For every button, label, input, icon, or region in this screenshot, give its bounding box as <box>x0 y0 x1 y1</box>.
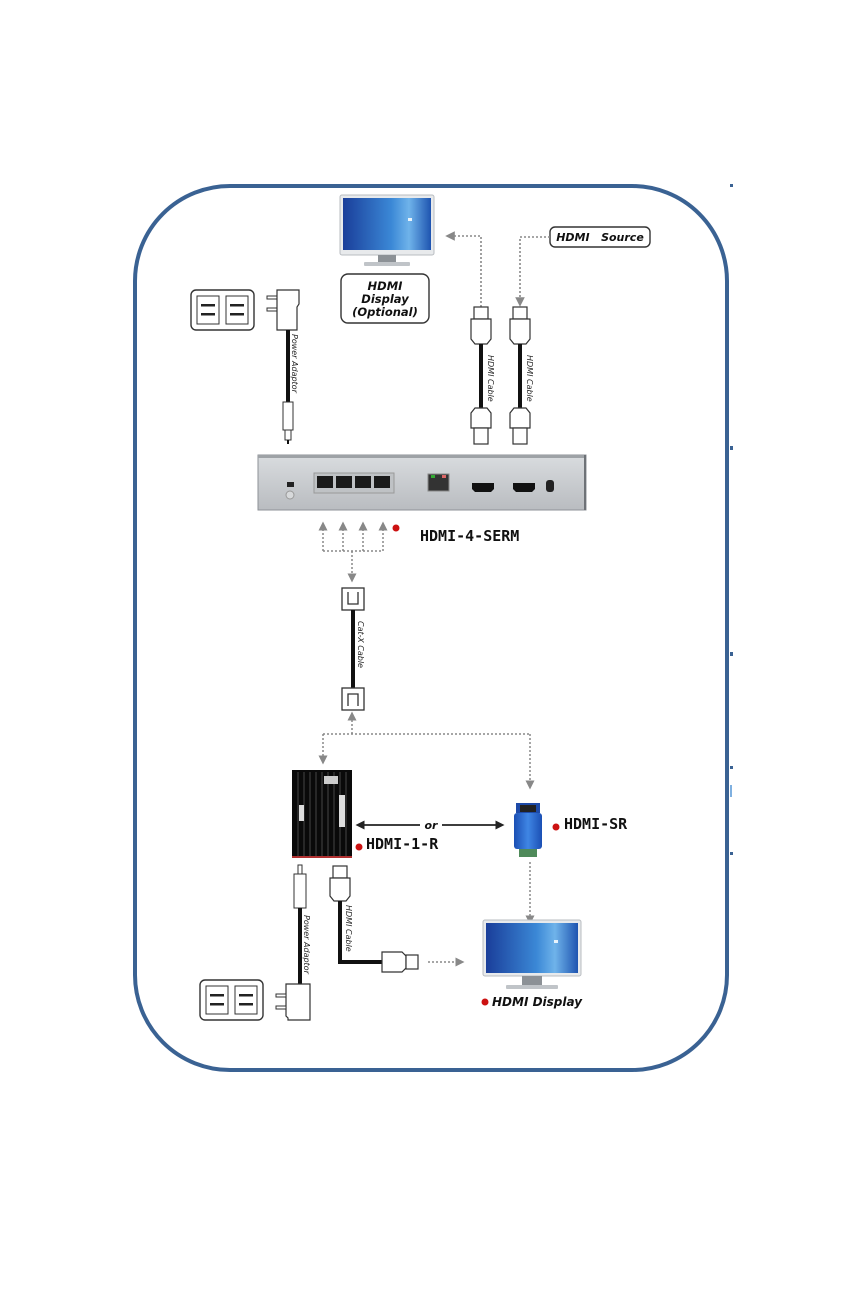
hdmi-cable-out: HDMI Cable <box>470 306 495 445</box>
hdmi-cable-bottom-label: HDMI Cable <box>344 905 353 952</box>
rj45-port-connectors <box>318 521 388 583</box>
hdmi-cable-bottom: HDMI Cable <box>329 865 419 973</box>
hdmi-display-optional-label: HDMI Display (Optional) <box>340 273 430 324</box>
monitor-icon <box>339 194 435 266</box>
catx-cable: Cat-X Cable <box>341 587 365 711</box>
power-outlet-icon <box>190 289 255 331</box>
power-plug-icon: Power Adaptor <box>266 289 300 444</box>
hdmi-4-serm-label: HDMI-4-SERM <box>420 527 519 545</box>
hdmi-source-label: HDMI Source <box>549 226 651 248</box>
label-line2: Display <box>361 292 409 306</box>
or-label: or <box>425 819 439 832</box>
catx-cable-label: Cat-X Cable <box>356 621 365 668</box>
receiver-connector-lines <box>318 711 535 790</box>
red-dot-icon <box>392 524 400 532</box>
margin-marks <box>730 184 733 855</box>
hdmi-1-r-label: HDMI-1-R <box>366 835 439 853</box>
power-adapter-top-label: Power Adaptor <box>290 334 299 394</box>
hdmi-cable-in: HDMI Cable <box>509 306 534 445</box>
label-line3: (Optional) <box>352 305 418 319</box>
diagram-frame <box>133 184 729 1072</box>
red-dot-icon <box>552 823 560 831</box>
hdmi-cable-in-label: HDMI Cable <box>525 355 534 402</box>
hdmi-1-r-device <box>292 770 352 858</box>
hdmi-display-label: HDMI Display <box>492 995 583 1009</box>
power-outlet-icon <box>199 979 264 1021</box>
hdmi-cable-out-label: HDMI Cable <box>486 355 495 402</box>
connector-line-to-display <box>445 231 482 307</box>
connector-line-from-source <box>515 236 550 307</box>
power-plug-icon: Power Adaptor <box>275 864 311 1021</box>
red-dot-icon <box>355 843 363 851</box>
hdmi-sr-device <box>514 803 542 857</box>
red-dot-icon <box>481 998 489 1006</box>
hdmi-source-text: HDMI Source <box>556 231 644 244</box>
hdmi-4-serm-device <box>257 454 587 511</box>
label-line1: HDMI <box>368 279 404 293</box>
monitor-icon <box>482 919 582 989</box>
hdmi-sr-label: HDMI-SR <box>564 815 628 833</box>
power-adapter-bottom-label: Power Adaptor <box>302 915 311 975</box>
